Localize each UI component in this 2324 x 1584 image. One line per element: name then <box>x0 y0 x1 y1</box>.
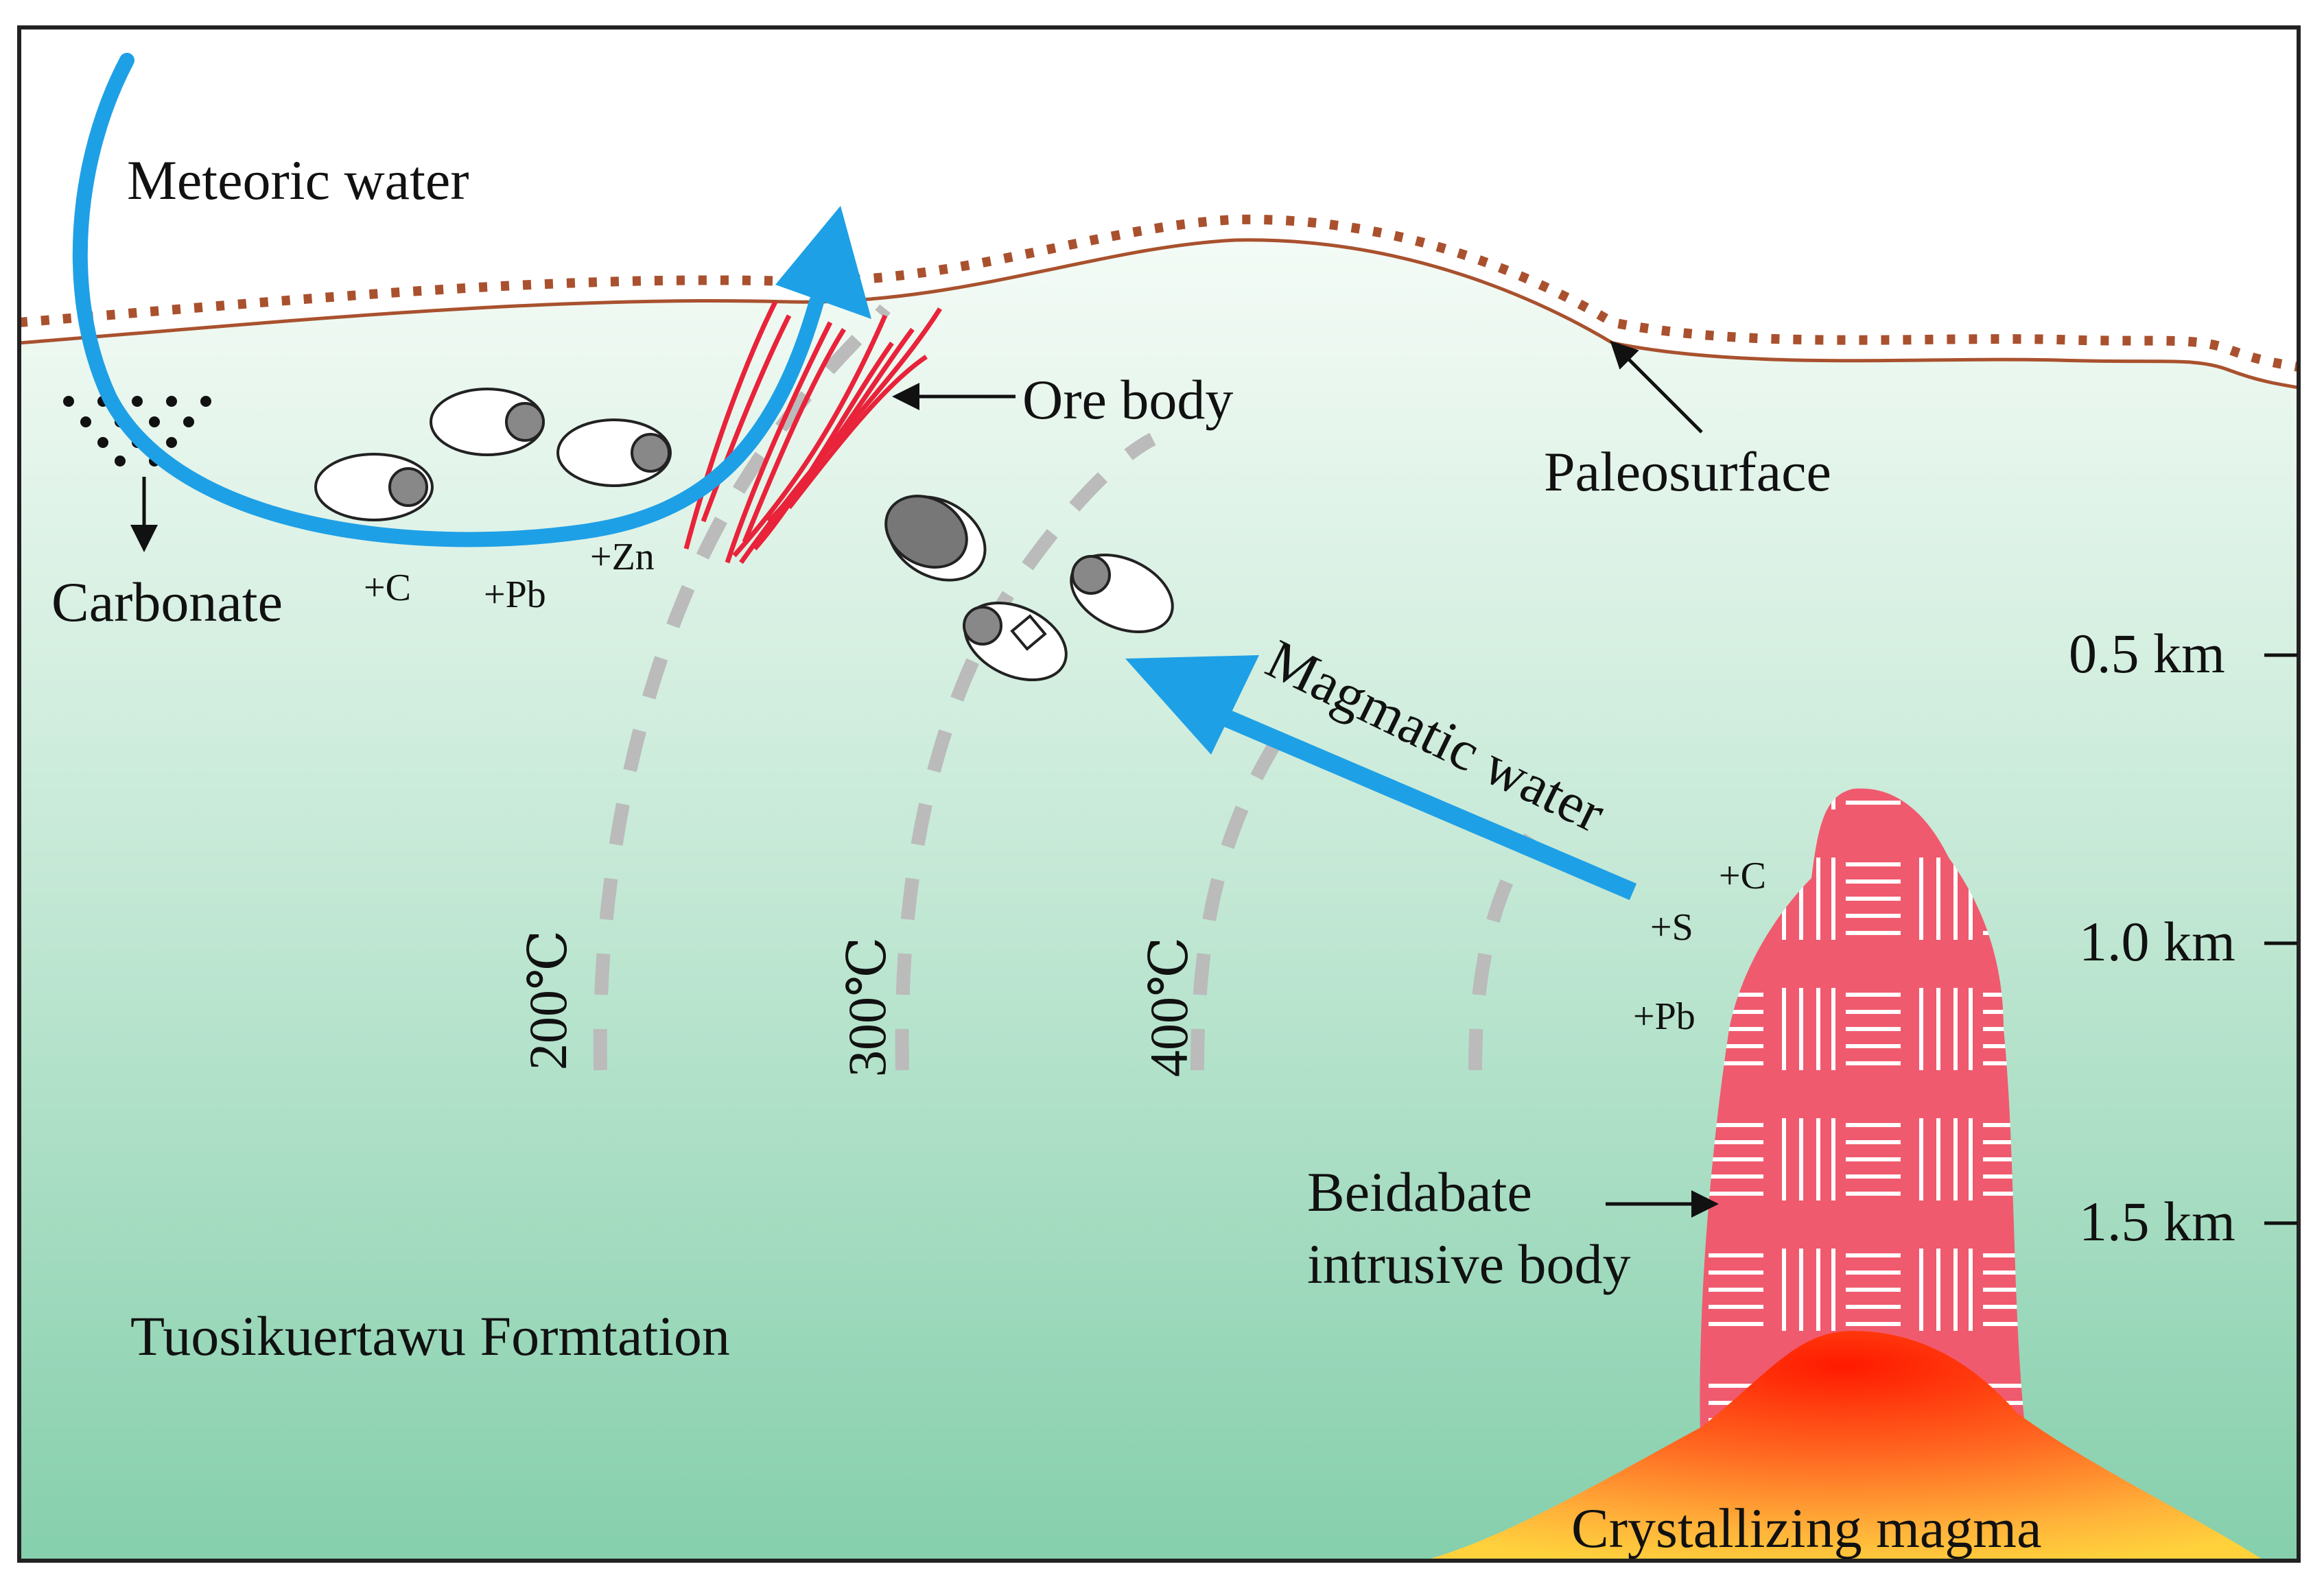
ore-body-veins <box>683 300 942 565</box>
element-c-right: +C <box>1719 855 1766 897</box>
formation-label: Tuosikuertawu Formtation <box>130 1305 730 1367</box>
paleosurface-dotted-line <box>19 214 2300 372</box>
magma-label: Crystallizing magma <box>1571 1497 2041 1559</box>
frame-border <box>17 25 2301 1563</box>
isotherm-500 <box>1468 833 1536 1071</box>
element-pb-left: +Pb <box>484 574 546 616</box>
isotherm-400 <box>1190 716 1296 1071</box>
depth-label-1-0: 1.0 km <box>2079 910 2235 973</box>
isotherm-label-200: 200℃ <box>518 930 578 1070</box>
intrusive-label-line2: intrusive body <box>1307 1233 1630 1295</box>
element-zn: +Zn <box>590 536 655 578</box>
meteoric-water-arrowhead <box>775 206 871 319</box>
depth-scale-ticks <box>2264 653 2297 1225</box>
isotherms <box>593 304 1536 1071</box>
intrusive-body <box>1700 788 2031 1475</box>
isotherm-200 <box>593 304 891 1071</box>
depth-label-0-5: 0.5 km <box>2069 622 2225 685</box>
paleosurface-leader <box>1610 340 1703 434</box>
isotherm-label-400: 400℃ <box>1139 937 1199 1077</box>
meteoric-water-flow <box>72 53 824 547</box>
magmatic-water-arrowhead <box>1125 655 1259 755</box>
inclusions <box>314 388 1174 682</box>
ore-body-label: Ore body <box>1022 368 1233 431</box>
depth-label-1-5: 1.5 km <box>2079 1190 2235 1253</box>
isotherm-label-300: 300℃ <box>837 937 897 1077</box>
magmatic-water-flow <box>1204 702 1637 900</box>
carbonate-label: Carbonate <box>51 571 283 633</box>
crystallizing-magma <box>1424 1331 2264 1561</box>
meteoric-water-label: Meteoric water <box>127 149 469 211</box>
paleosurface-line <box>19 238 2299 390</box>
paleosurface-label: Paleosurface <box>1544 440 1831 503</box>
element-c-left: +C <box>364 567 411 609</box>
intrusive-label-line1: Beidabate <box>1307 1161 1532 1223</box>
element-pb-right: +Pb <box>1633 995 1695 1038</box>
element-s-right: +S <box>1650 906 1693 949</box>
